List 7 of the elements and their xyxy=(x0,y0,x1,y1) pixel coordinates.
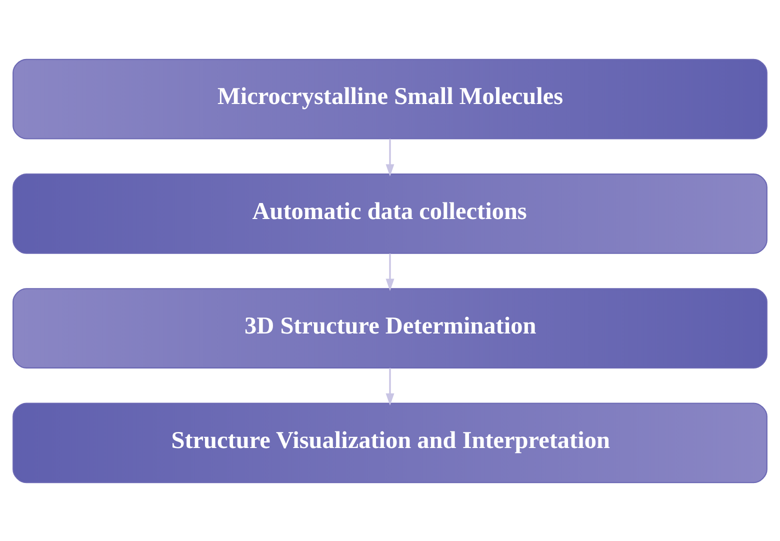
node-box: Microcrystalline Small Molecules xyxy=(12,58,768,139)
node-box: Automatic data collections xyxy=(12,172,768,254)
node-box: Structure Visualization and Interpretation xyxy=(12,402,768,483)
node-box: 3D Structure Determination xyxy=(12,288,768,368)
arrow xyxy=(386,138,394,176)
arrow xyxy=(386,252,394,290)
arrow xyxy=(386,368,394,406)
